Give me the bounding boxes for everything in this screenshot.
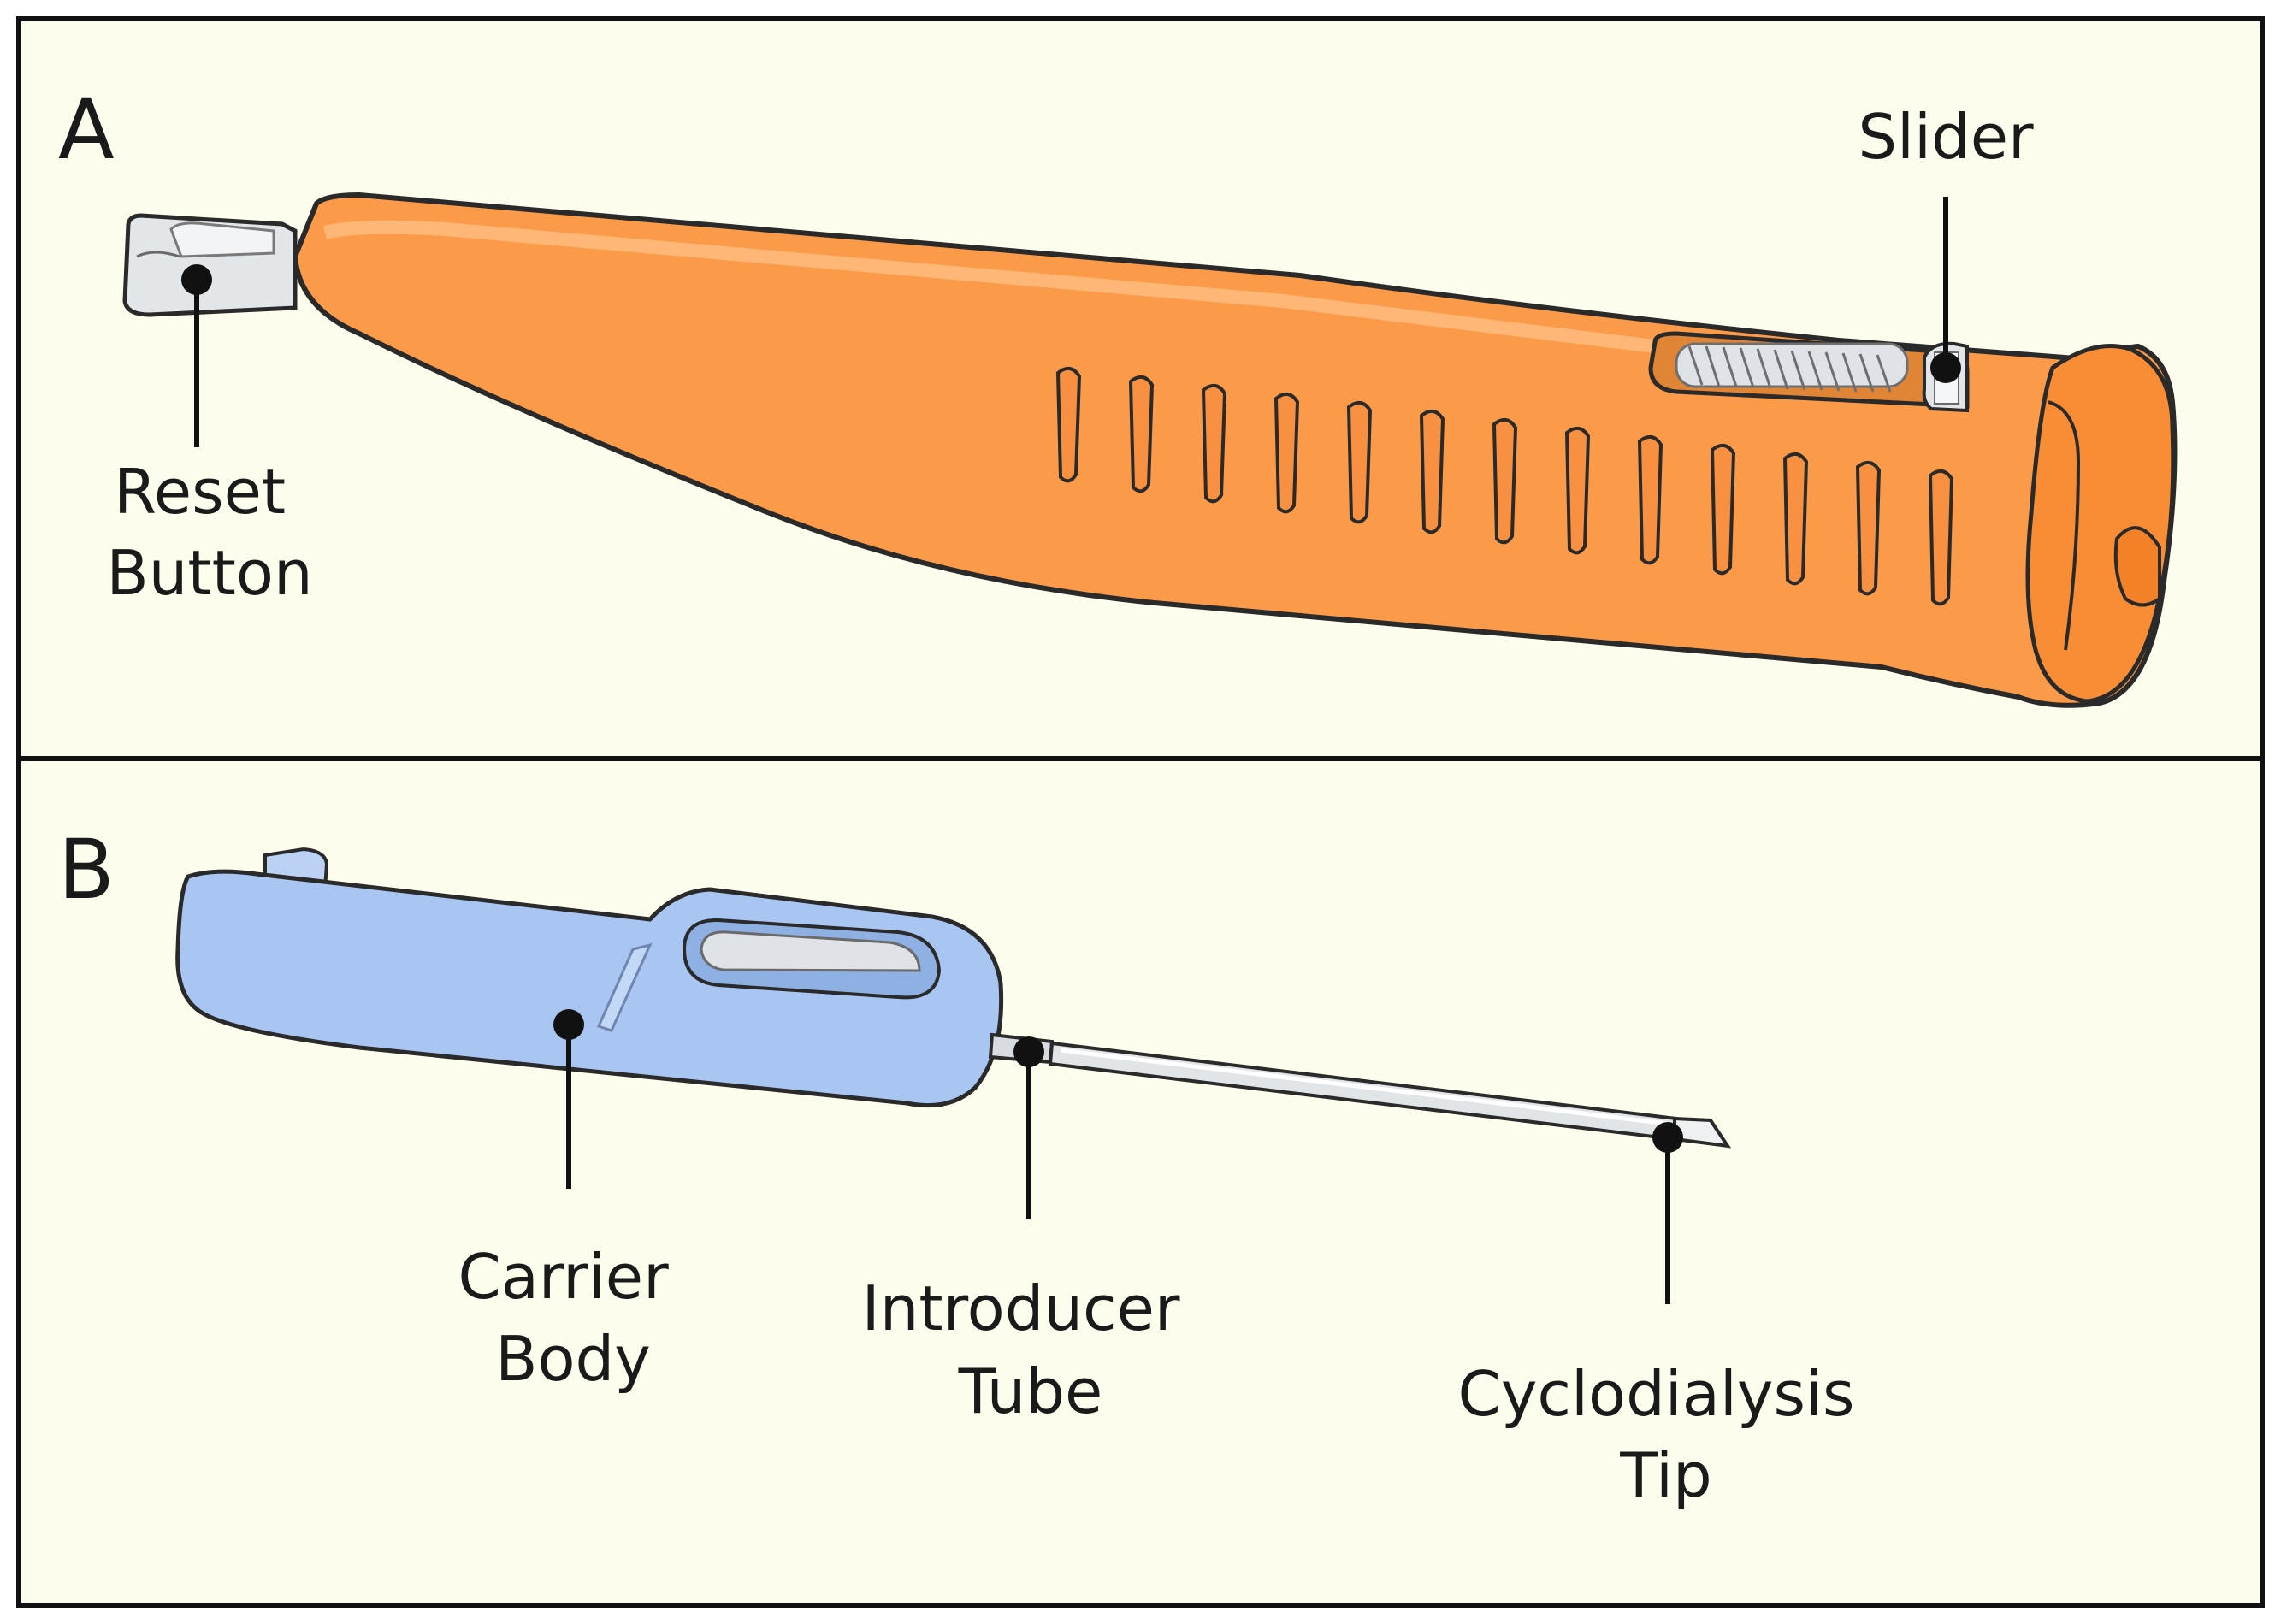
grip-ridge bbox=[1855, 460, 1882, 596]
grip-ridge bbox=[1782, 452, 1809, 586]
grip-ridge bbox=[1055, 366, 1082, 483]
cyclodialysis-tip-label: Cyclodialysis Tip bbox=[1458, 1358, 1875, 1511]
grip-ridge bbox=[1710, 443, 1736, 576]
carrier-body-highlight bbox=[596, 942, 653, 1032]
grip-ridges bbox=[1055, 366, 1954, 606]
spring-coil bbox=[1675, 342, 1909, 393]
panel-a-letter: A bbox=[58, 82, 115, 178]
grip-ridge bbox=[1492, 417, 1518, 545]
introducer-tube-callout: Introducer Tube bbox=[862, 1036, 1200, 1427]
slider-label: Slider bbox=[1858, 101, 2034, 173]
carrier-body-label: Carrier Body bbox=[458, 1241, 688, 1395]
carrier-body-callout: Carrier Body bbox=[458, 1009, 688, 1395]
outer-frame bbox=[16, 16, 2265, 1608]
handle-end-cap bbox=[2025, 344, 2176, 704]
reset-button-groove bbox=[136, 251, 180, 258]
introducer-tube-label: Introducer Tube bbox=[862, 1273, 1200, 1427]
grip-ridge bbox=[1273, 392, 1300, 514]
grip-ridge bbox=[1346, 400, 1373, 524]
cyclodialysis-tip-callout: Cyclodialysis Tip bbox=[1458, 1122, 1875, 1511]
handle-end-notch bbox=[2113, 526, 2161, 607]
reset-button-callout: Reset Button bbox=[106, 264, 313, 609]
grip-ridge bbox=[1928, 469, 1954, 606]
grip-ridge bbox=[1128, 375, 1155, 493]
handle-outline bbox=[292, 192, 2178, 708]
panel-b: B Carrier Body bbox=[58, 822, 1875, 1511]
carrier-window-insert bbox=[700, 930, 921, 972]
grip-ridge bbox=[1564, 426, 1591, 555]
reset-button bbox=[122, 213, 298, 317]
handle-body bbox=[292, 192, 2178, 708]
carrier-body bbox=[175, 869, 1004, 1108]
slider-callout: Slider bbox=[1858, 101, 2034, 383]
slider-window bbox=[1648, 331, 1970, 409]
reset-button-label: Reset Button bbox=[106, 456, 312, 609]
grip-ridge bbox=[1201, 383, 1227, 504]
introducer-tube-highlight bbox=[1060, 1048, 1669, 1126]
slider-dot bbox=[1930, 352, 1961, 383]
grip-ridge bbox=[1637, 434, 1663, 565]
handle-end-rim bbox=[2048, 400, 2081, 651]
panel-b-letter: B bbox=[58, 822, 115, 918]
grip-ridge bbox=[1419, 409, 1445, 534]
reset-button-highlight bbox=[169, 221, 275, 258]
panel-a: A bbox=[58, 82, 2178, 708]
